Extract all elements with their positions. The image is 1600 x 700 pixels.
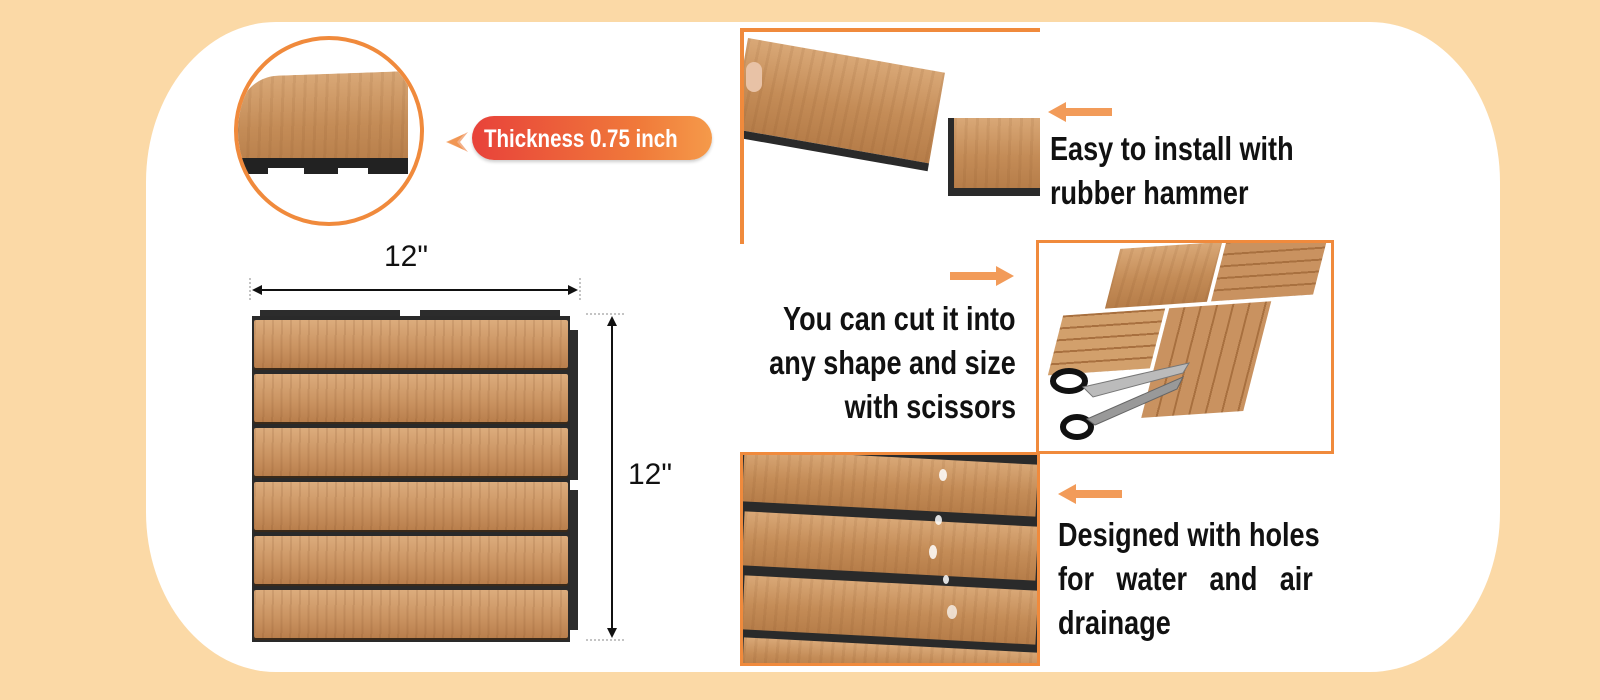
arrow-right-icon: [950, 266, 1014, 286]
arrow-left-icon: [1058, 484, 1122, 504]
drainage-text-line1: Designed with holes: [1058, 516, 1320, 553]
drainage-text-line2: for water and air: [1058, 560, 1313, 597]
install-photo: [740, 28, 1040, 244]
install-text-line1: Easy to install with: [1050, 130, 1294, 167]
cut-text-line1: You can cut it into: [783, 300, 1016, 337]
cut-text-line3: with scissors: [844, 388, 1016, 425]
drainage-photo: [740, 452, 1040, 666]
cut-text-line2: any shape and size: [769, 344, 1016, 381]
thickness-badge: Thickness 0.75 inch: [472, 116, 712, 160]
scissors-icon: [1050, 362, 1191, 440]
height-dimension-label: 12": [628, 458, 673, 491]
product-info-card: Thickness 0.75 inch 12" 12": [146, 22, 1500, 672]
cut-photo: [1036, 240, 1334, 454]
thickness-zoom-circle: [234, 36, 424, 226]
thickness-label: Thickness 0.75 inch: [484, 125, 678, 153]
tile-front-view: [248, 310, 586, 642]
arrow-left-icon: [1048, 102, 1112, 122]
height-dimension-arrow: [586, 313, 626, 641]
drainage-text-line3: drainage: [1058, 604, 1171, 641]
install-text-line2: rubber hammer: [1050, 174, 1249, 211]
arrow-left-icon: [446, 132, 468, 152]
width-dimension-arrow: [249, 278, 581, 302]
width-dimension-label: 12": [384, 240, 429, 273]
